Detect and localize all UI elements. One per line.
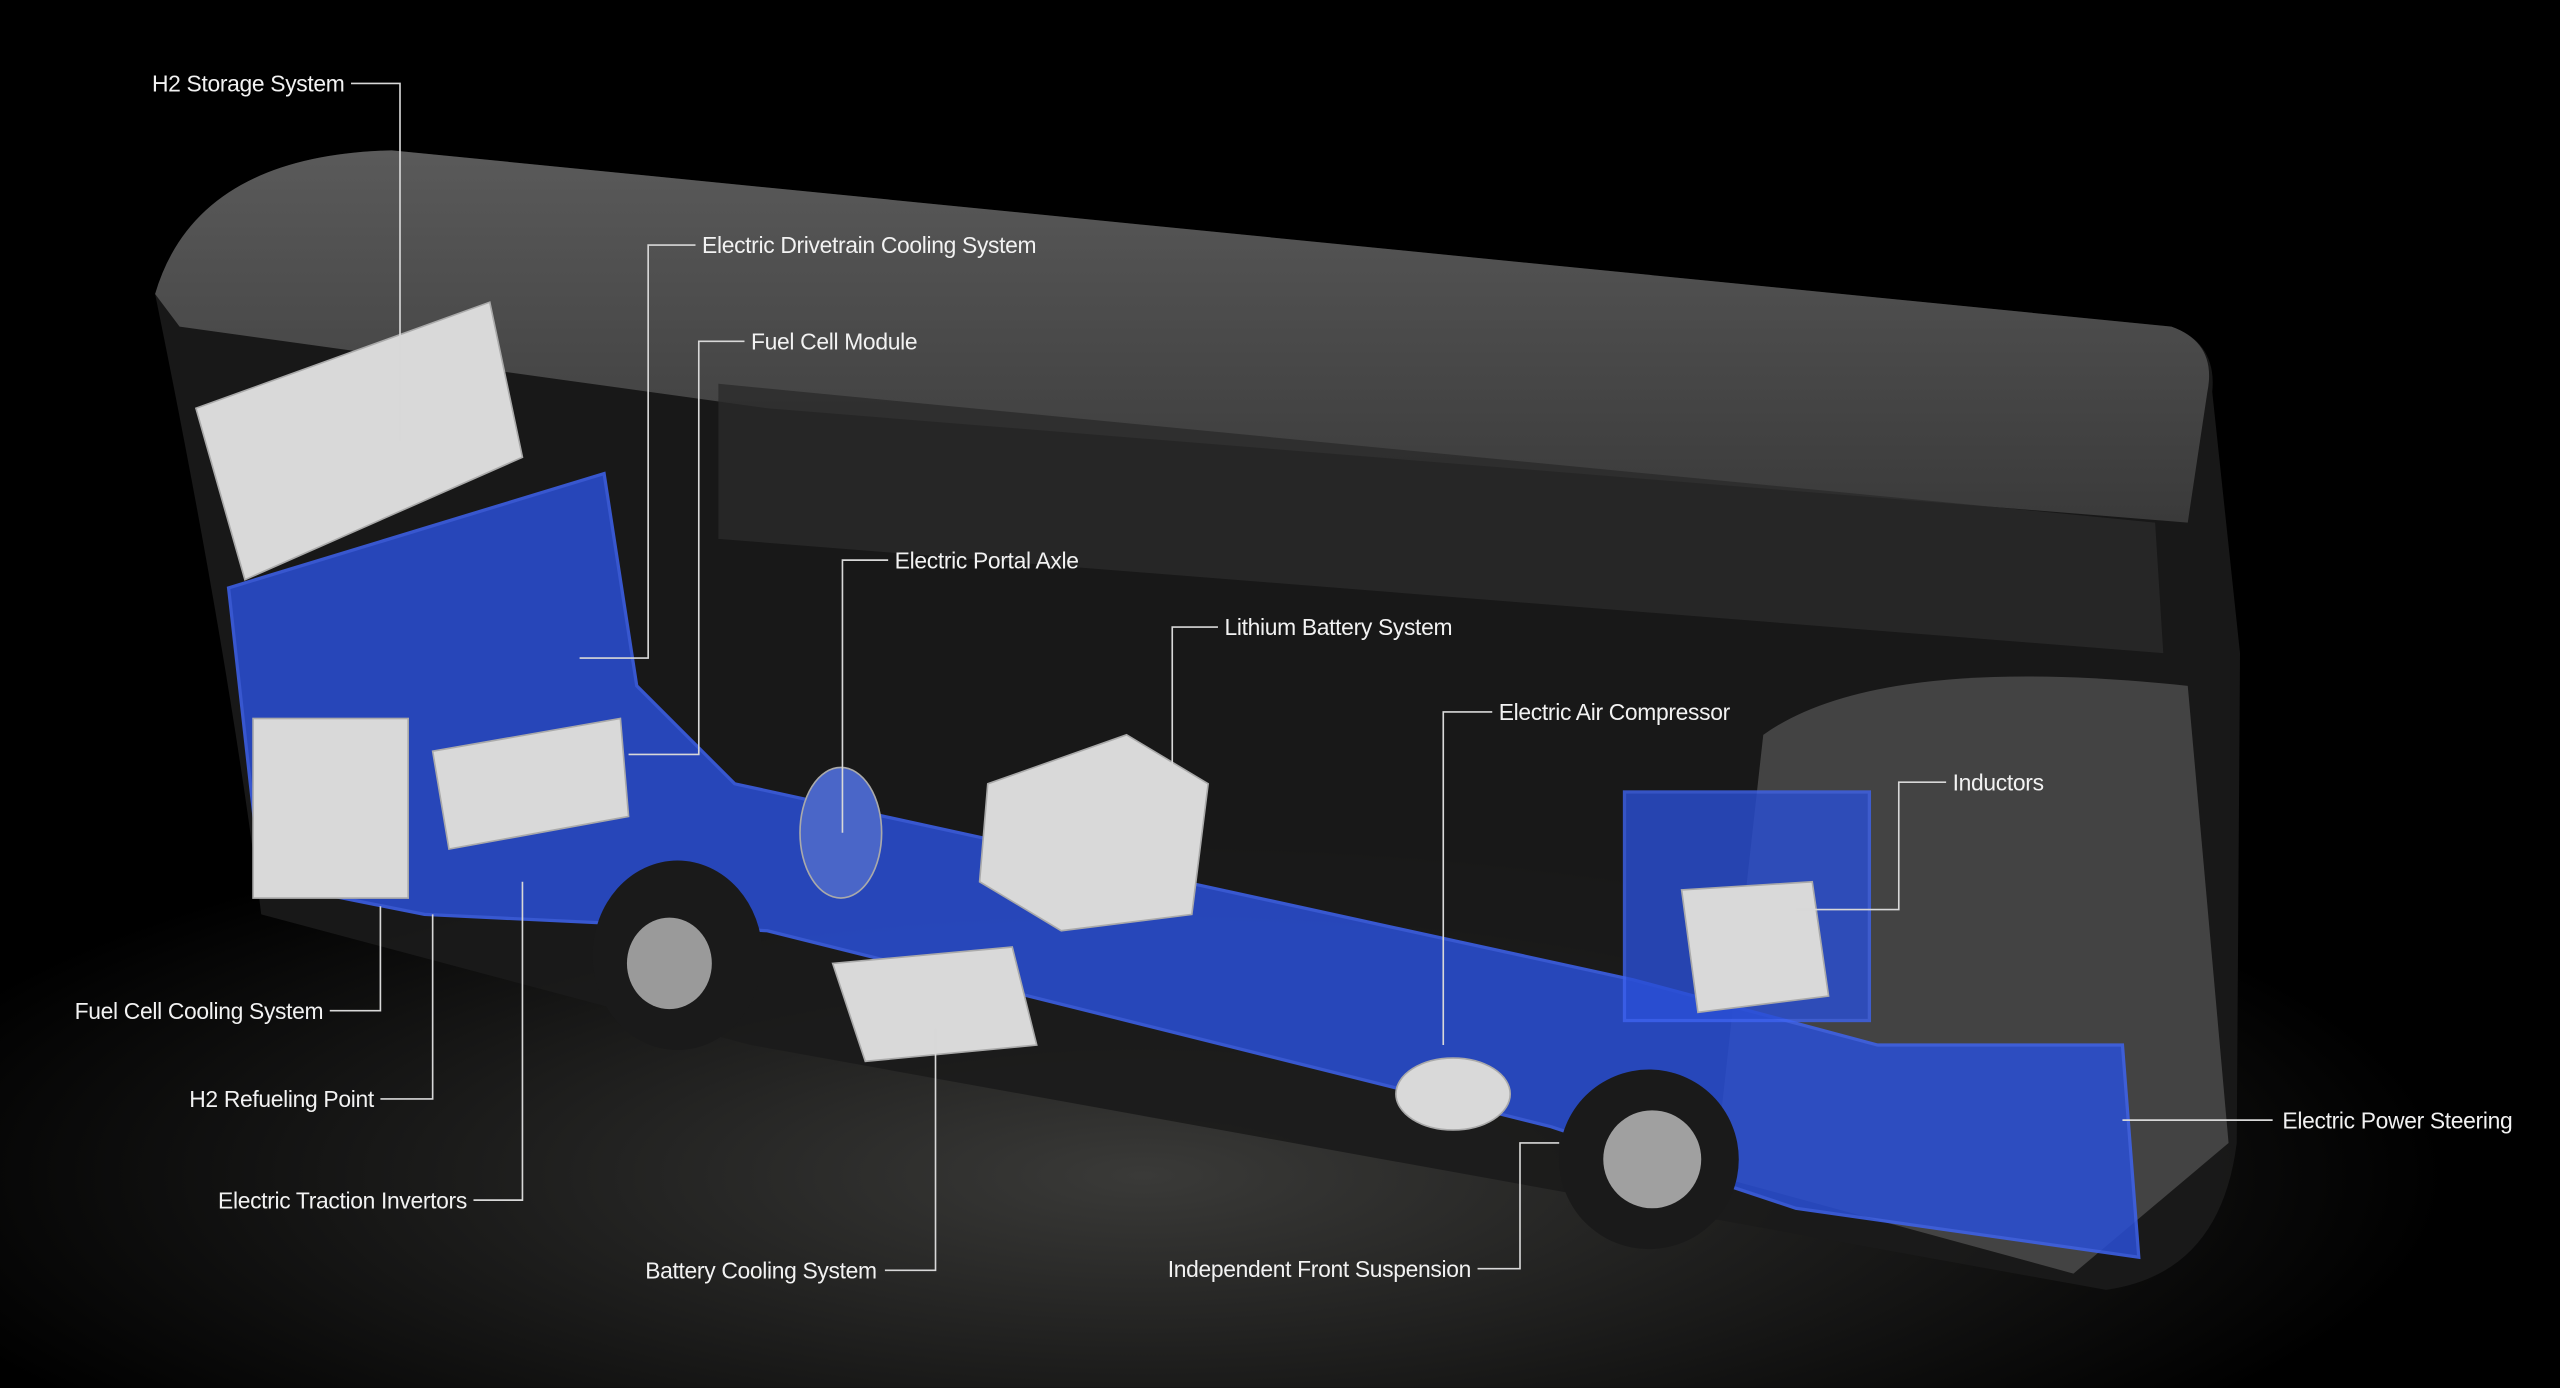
leader-line [628, 340, 745, 756]
leader-line [1171, 626, 1218, 768]
labels: H2 Storage System Electric Drivetrain Co… [75, 71, 2513, 1284]
label-battery-cooling-system: Battery Cooling System [645, 1257, 877, 1283]
label-independent-front-suspension: Independent Front Suspension [1168, 1256, 1471, 1282]
air-compressor [1395, 1057, 1512, 1131]
wheels [592, 860, 1739, 1250]
battery-cooler [831, 946, 1038, 1063]
leader-line [351, 82, 401, 441]
fuel-cell-radiators [252, 717, 409, 899]
label-fuel-cell-cooling-system: Fuel Cell Cooling System [75, 998, 324, 1024]
label-fuel-cell-module: Fuel Cell Module [751, 329, 917, 355]
label-electric-drivetrain-cooling-system: Electric Drivetrain Cooling System [702, 232, 1036, 258]
label-inductors: Inductors [1953, 769, 2044, 795]
label-electric-air-compressor: Electric Air Compressor [1499, 699, 1731, 725]
label-lithium-battery-system: Lithium Battery System [1224, 614, 1452, 640]
leader-line [380, 914, 434, 1100]
label-electric-portal-axle: Electric Portal Axle [895, 547, 1079, 573]
label-electric-traction-invertors: Electric Traction Invertors [218, 1187, 467, 1213]
leader-line [1795, 781, 1947, 911]
leader-line [579, 244, 696, 659]
h2-tanks [194, 301, 524, 581]
label-h2-refueling-point: H2 Refueling Point [189, 1086, 375, 1112]
leader-line [884, 1028, 937, 1272]
fuel-cell-module [431, 717, 630, 851]
components [194, 301, 1830, 1131]
label-h2-storage-system: H2 Storage System [152, 71, 345, 97]
leader-line [473, 881, 524, 1201]
inductors [1680, 880, 1830, 1014]
leader-line [1477, 1142, 1560, 1270]
rear-wheel-hub [626, 917, 712, 1010]
portal-axle [799, 766, 883, 899]
lithium-battery [978, 733, 1210, 932]
leader-lines [329, 82, 2273, 1272]
label-electric-power-steering: Electric Power Steering [2282, 1107, 2512, 1133]
leader-line [329, 906, 382, 1012]
front-wheel-hub [1603, 1110, 1702, 1209]
leader-line [841, 559, 889, 833]
leader-line [1442, 711, 1493, 1046]
